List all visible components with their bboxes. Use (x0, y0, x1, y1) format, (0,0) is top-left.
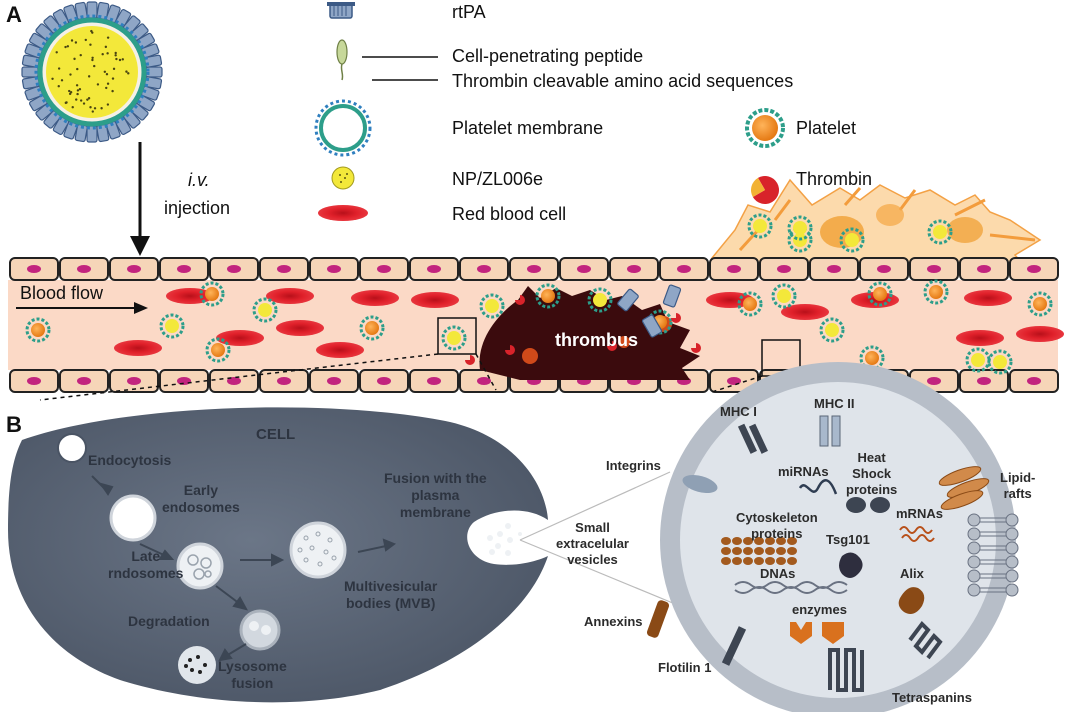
fusion-plasma-membrane-label: Fusion with the plasma membrane (384, 470, 487, 521)
fusion-line-3: membrane (384, 504, 487, 521)
hsp-line-1: Heat (846, 450, 897, 466)
endocytosis-label: Endocytosis (88, 452, 171, 469)
lysosome (178, 646, 216, 684)
hsp-line-2: Shock (846, 466, 897, 482)
mhc-i-label: MHC I (720, 404, 757, 420)
lipid-rafts-label: Lipid- rafts (1000, 470, 1035, 502)
mhc-ii-label: MHC II (814, 396, 854, 412)
mvb-label: Multivesicular bodies (MVB) (344, 578, 437, 612)
legend-cell-penetrating-peptide: Cell-penetrating peptide (452, 46, 643, 67)
cell-title: CELL (256, 426, 295, 443)
injection-label: injection (164, 198, 230, 219)
injection-arrow (130, 142, 150, 256)
integrins-label: Integrins (606, 458, 661, 474)
late-endosomes-line-2: rndosomes (108, 565, 183, 582)
alix-label: Alix (900, 566, 924, 582)
lysosome-fusion-line-2: fusion (218, 675, 287, 692)
annexins-label: Annexins (584, 614, 643, 630)
annexins-icon (646, 599, 670, 639)
np-zl006e-icon (332, 167, 354, 189)
late-endosomes-line-1: Late (108, 548, 183, 565)
small-ev-line-3: vesicles (556, 552, 629, 568)
early-endosomes-label: Early endosomes (162, 482, 240, 516)
dnas-label: DNAs (760, 566, 795, 582)
cytoskeleton-line-2: proteins (736, 526, 818, 542)
legend-np-zl006e: NP/ZL006e (452, 169, 543, 190)
late-endosomes-label: Late rndosomes (108, 548, 183, 582)
fusion-line-1: Fusion with the (384, 470, 487, 487)
late-endosome (178, 544, 222, 588)
legend-platelet: Platelet (796, 118, 856, 139)
legend-thrombin-cleavable: Thrombin cleavable amino acid sequences (452, 71, 793, 92)
hsp-label: Heat Shock proteins (846, 450, 897, 498)
platelet-membrane-icon (316, 101, 370, 155)
lipid-rafts-line-1: Lipid- (1000, 470, 1035, 486)
mvb-line-2: bodies (MVB) (344, 595, 437, 612)
panel-label-b: B (6, 412, 22, 438)
blood-flow-label: Blood flow (20, 283, 103, 304)
degradation-body (241, 611, 279, 649)
tsg101-label: Tsg101 (826, 532, 870, 548)
fusion-line-2: plasma (384, 487, 487, 504)
platelet-membrane-nanoparticle-illustration (22, 2, 162, 142)
multivesicular-body (291, 523, 345, 577)
thrombus-label: thrombus (555, 330, 638, 351)
lysosome-fusion-label: Lysosome fusion (218, 658, 287, 692)
injection-route: i.v. (188, 170, 210, 191)
degradation-label: Degradation (128, 613, 210, 630)
early-endosomes-line-2: endosomes (162, 499, 240, 516)
cytoskeleton-label: Cytoskeleton proteins (736, 510, 818, 542)
legend-platelet-membrane: Platelet membrane (452, 118, 603, 139)
red-blood-cell-icon (318, 205, 368, 221)
cytoskeleton-line-1: Cytoskeleton (736, 510, 818, 526)
enzymes-label: enzymes (792, 602, 847, 618)
cell-penetrating-peptide-icon (337, 40, 438, 80)
fusion-release-vesicles (487, 523, 522, 556)
early-endosome (111, 496, 155, 540)
small-ev-line-2: extracelular (556, 536, 629, 552)
platelet-icon (747, 110, 783, 146)
panel-label-a: A (6, 2, 22, 28)
small-ev-label: Small extracelular vesicles (556, 520, 629, 568)
mirnas-label: miRNAs (778, 464, 829, 480)
legend-rtpa: rtPA (452, 2, 486, 23)
mrnas-label: mRNAs (896, 506, 943, 522)
early-endosomes-line-1: Early (162, 482, 240, 499)
tetraspanins-label: Tetraspanins (892, 690, 972, 706)
lysosome-fusion-line-1: Lysosome (218, 658, 287, 675)
legend-red-blood-cell: Red blood cell (452, 204, 566, 225)
mvb-line-1: Multivesicular (344, 578, 437, 595)
endothelial-cells-top (10, 258, 1058, 280)
lipid-rafts-line-2: rafts (1000, 486, 1035, 502)
legend-thrombin: Thrombin (796, 169, 872, 190)
flotilin-label: Flotilin 1 (658, 660, 711, 676)
small-ev-line-1: Small (556, 520, 629, 536)
hsp-line-3: proteins (846, 482, 897, 498)
rtpa-icon (327, 2, 355, 18)
